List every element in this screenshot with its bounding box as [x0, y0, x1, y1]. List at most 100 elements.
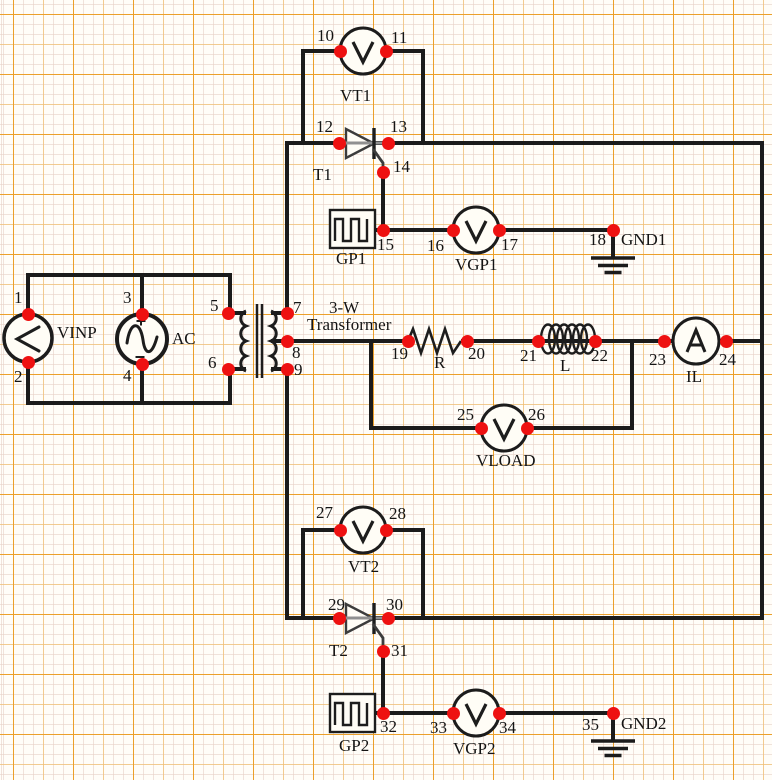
node-number-33: 33 [430, 718, 447, 737]
wire-input-loop-bottom[interactable] [26, 360, 232, 405]
node-number-12: 12 [316, 117, 333, 136]
node-dot-14[interactable] [376, 165, 390, 179]
node-dot-26[interactable] [520, 421, 534, 435]
node-number-8: 8 [292, 343, 301, 362]
node-dot-20[interactable] [460, 334, 474, 348]
node-number-15: 15 [377, 235, 394, 254]
node-dot-16[interactable] [446, 223, 460, 237]
component-label-gp1: GP1 [336, 249, 367, 268]
node-dot-6[interactable] [221, 362, 235, 376]
node-dot-18[interactable] [606, 223, 620, 237]
node-dot-11[interactable] [379, 44, 393, 58]
node-number-19: 19 [391, 344, 408, 363]
node-dot-22[interactable] [588, 334, 602, 348]
node-dot-25[interactable] [474, 421, 488, 435]
node-dot-2[interactable] [21, 355, 35, 369]
node-number-26: 26 [528, 405, 545, 424]
node-number-2: 2 [14, 367, 23, 386]
inductor-loop [555, 323, 573, 355]
node-dot-35[interactable] [606, 706, 620, 720]
component-label-r: R [434, 353, 446, 372]
node-dot-23[interactable] [657, 334, 671, 348]
node-dot-19[interactable] [401, 334, 415, 348]
component-label-t2: T2 [329, 641, 348, 660]
node-number-7: 7 [293, 298, 302, 317]
thyristor-t2[interactable] [343, 602, 387, 650]
node-dot-29[interactable] [332, 611, 346, 625]
node-number-21: 21 [520, 346, 537, 365]
node-number-14: 14 [393, 157, 410, 176]
resistor-r[interactable] [406, 324, 463, 358]
thyristor-t1[interactable] [343, 127, 387, 172]
component-label-ac: AC [172, 329, 196, 348]
node-number-27: 27 [316, 503, 333, 522]
node-dot-31[interactable] [376, 644, 390, 658]
node-number-23: 23 [649, 350, 666, 369]
gp2-pulse-generator[interactable] [328, 692, 377, 734]
node-dot-30[interactable] [381, 611, 395, 625]
node-number-30: 30 [386, 595, 403, 614]
resistor-zigzag [406, 324, 463, 358]
node-dot-33[interactable] [446, 706, 460, 720]
component-label-3-w: 3-W [329, 298, 360, 317]
node-number-32: 32 [380, 717, 397, 736]
node-dot-12[interactable] [332, 136, 346, 150]
pulse-wave-icon [333, 217, 369, 243]
node-dot-32[interactable] [376, 706, 390, 720]
node-dot-15[interactable] [376, 223, 390, 237]
inductor-loop [563, 323, 581, 355]
node-dot-17[interactable] [492, 223, 506, 237]
node-dot-5[interactable] [221, 306, 235, 320]
ammeter-glyph [685, 326, 707, 353]
node-dot-4[interactable] [135, 357, 149, 371]
component-label-gnd1: GND1 [621, 230, 667, 249]
component-label-gnd2: GND2 [621, 714, 667, 733]
gp1-pulse-generator[interactable] [328, 208, 377, 250]
component-label-l: L [560, 356, 571, 375]
node-dot-10[interactable] [333, 44, 347, 58]
voltmeter-glyph [492, 418, 516, 443]
node-number-25: 25 [457, 405, 474, 424]
voltmeter-glyph [464, 703, 488, 728]
component-label-vgp1: VGP1 [455, 255, 498, 274]
node-dot-9[interactable] [280, 362, 294, 376]
node-number-31: 31 [391, 641, 408, 660]
node-number-17: 17 [501, 235, 518, 254]
component-label-vt1: VT1 [340, 86, 372, 105]
core-lines [255, 304, 264, 378]
node-dot-24[interactable] [719, 334, 733, 348]
transformer-3w[interactable] [239, 304, 278, 378]
node-number-20: 20 [468, 344, 485, 363]
secondary-coil [266, 309, 278, 373]
pulse-wave-icon [333, 701, 369, 727]
component-label-vload: VLOAD [476, 451, 536, 470]
node-number-24: 24 [719, 350, 736, 369]
node-dot-27[interactable] [333, 523, 347, 537]
node-dot-3[interactable] [135, 307, 149, 321]
node-dot-8[interactable] [280, 334, 294, 348]
voltmeter-glyph [351, 520, 375, 545]
node-number-4: 4 [123, 366, 132, 385]
voltmeter-glyph [351, 41, 375, 66]
wire-input-loop-top[interactable] [26, 273, 232, 316]
node-dot-13[interactable] [381, 136, 395, 150]
inductor-loop [547, 323, 565, 355]
node-number-1: 1 [14, 288, 23, 307]
node-dot-34[interactable] [492, 706, 506, 720]
node-dot-1[interactable] [21, 307, 35, 321]
node-dot-21[interactable] [531, 334, 545, 348]
meter-circle [671, 316, 721, 366]
ground-icon [591, 256, 635, 275]
primary-coil [239, 309, 251, 373]
node-dot-7[interactable] [280, 306, 294, 320]
voltmeter-glyph [464, 220, 488, 245]
node-number-29: 29 [328, 595, 345, 614]
il-ammeter[interactable] [671, 316, 721, 366]
ground-icon [591, 739, 635, 758]
node-number-16: 16 [427, 236, 444, 255]
node-number-18: 18 [589, 230, 606, 249]
node-dot-28[interactable] [379, 523, 393, 537]
component-label-transformer: Transformer [307, 315, 392, 334]
